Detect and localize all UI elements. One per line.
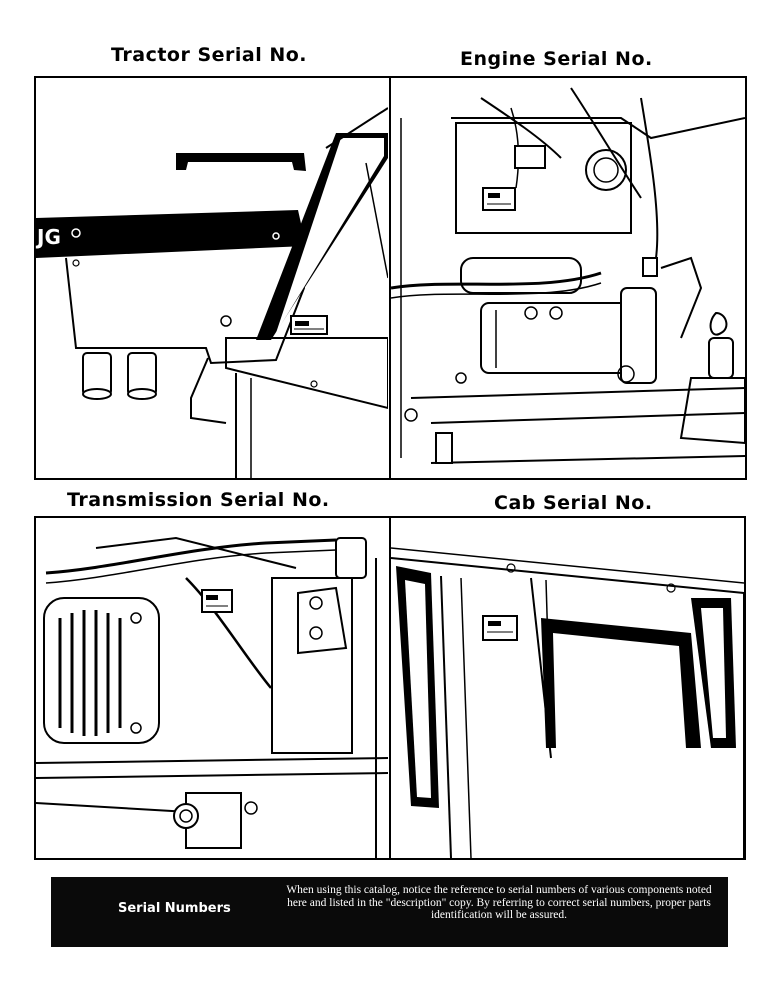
cab-illustration [391, 518, 744, 858]
transmission-serial-caption: Transmission Serial No. [67, 489, 330, 511]
tractor-logo-text: JG [37, 225, 61, 249]
transmission-illustration [36, 518, 388, 858]
serial-numbers-footer: Serial Numbers When using this catalog, … [51, 877, 728, 947]
engine-illustration [391, 78, 745, 478]
footer-title: Serial Numbers [118, 901, 231, 916]
footer-description: When using this catalog, notice the refe… [286, 884, 712, 921]
cab-serial-caption: Cab Serial No. [494, 492, 653, 514]
tractor-illustration [36, 78, 388, 478]
tractor-serial-caption: Tractor Serial No. [111, 44, 308, 66]
top-panel-divider [389, 76, 391, 480]
bottom-panel-divider [389, 516, 391, 860]
engine-serial-caption: Engine Serial No. [460, 48, 653, 70]
